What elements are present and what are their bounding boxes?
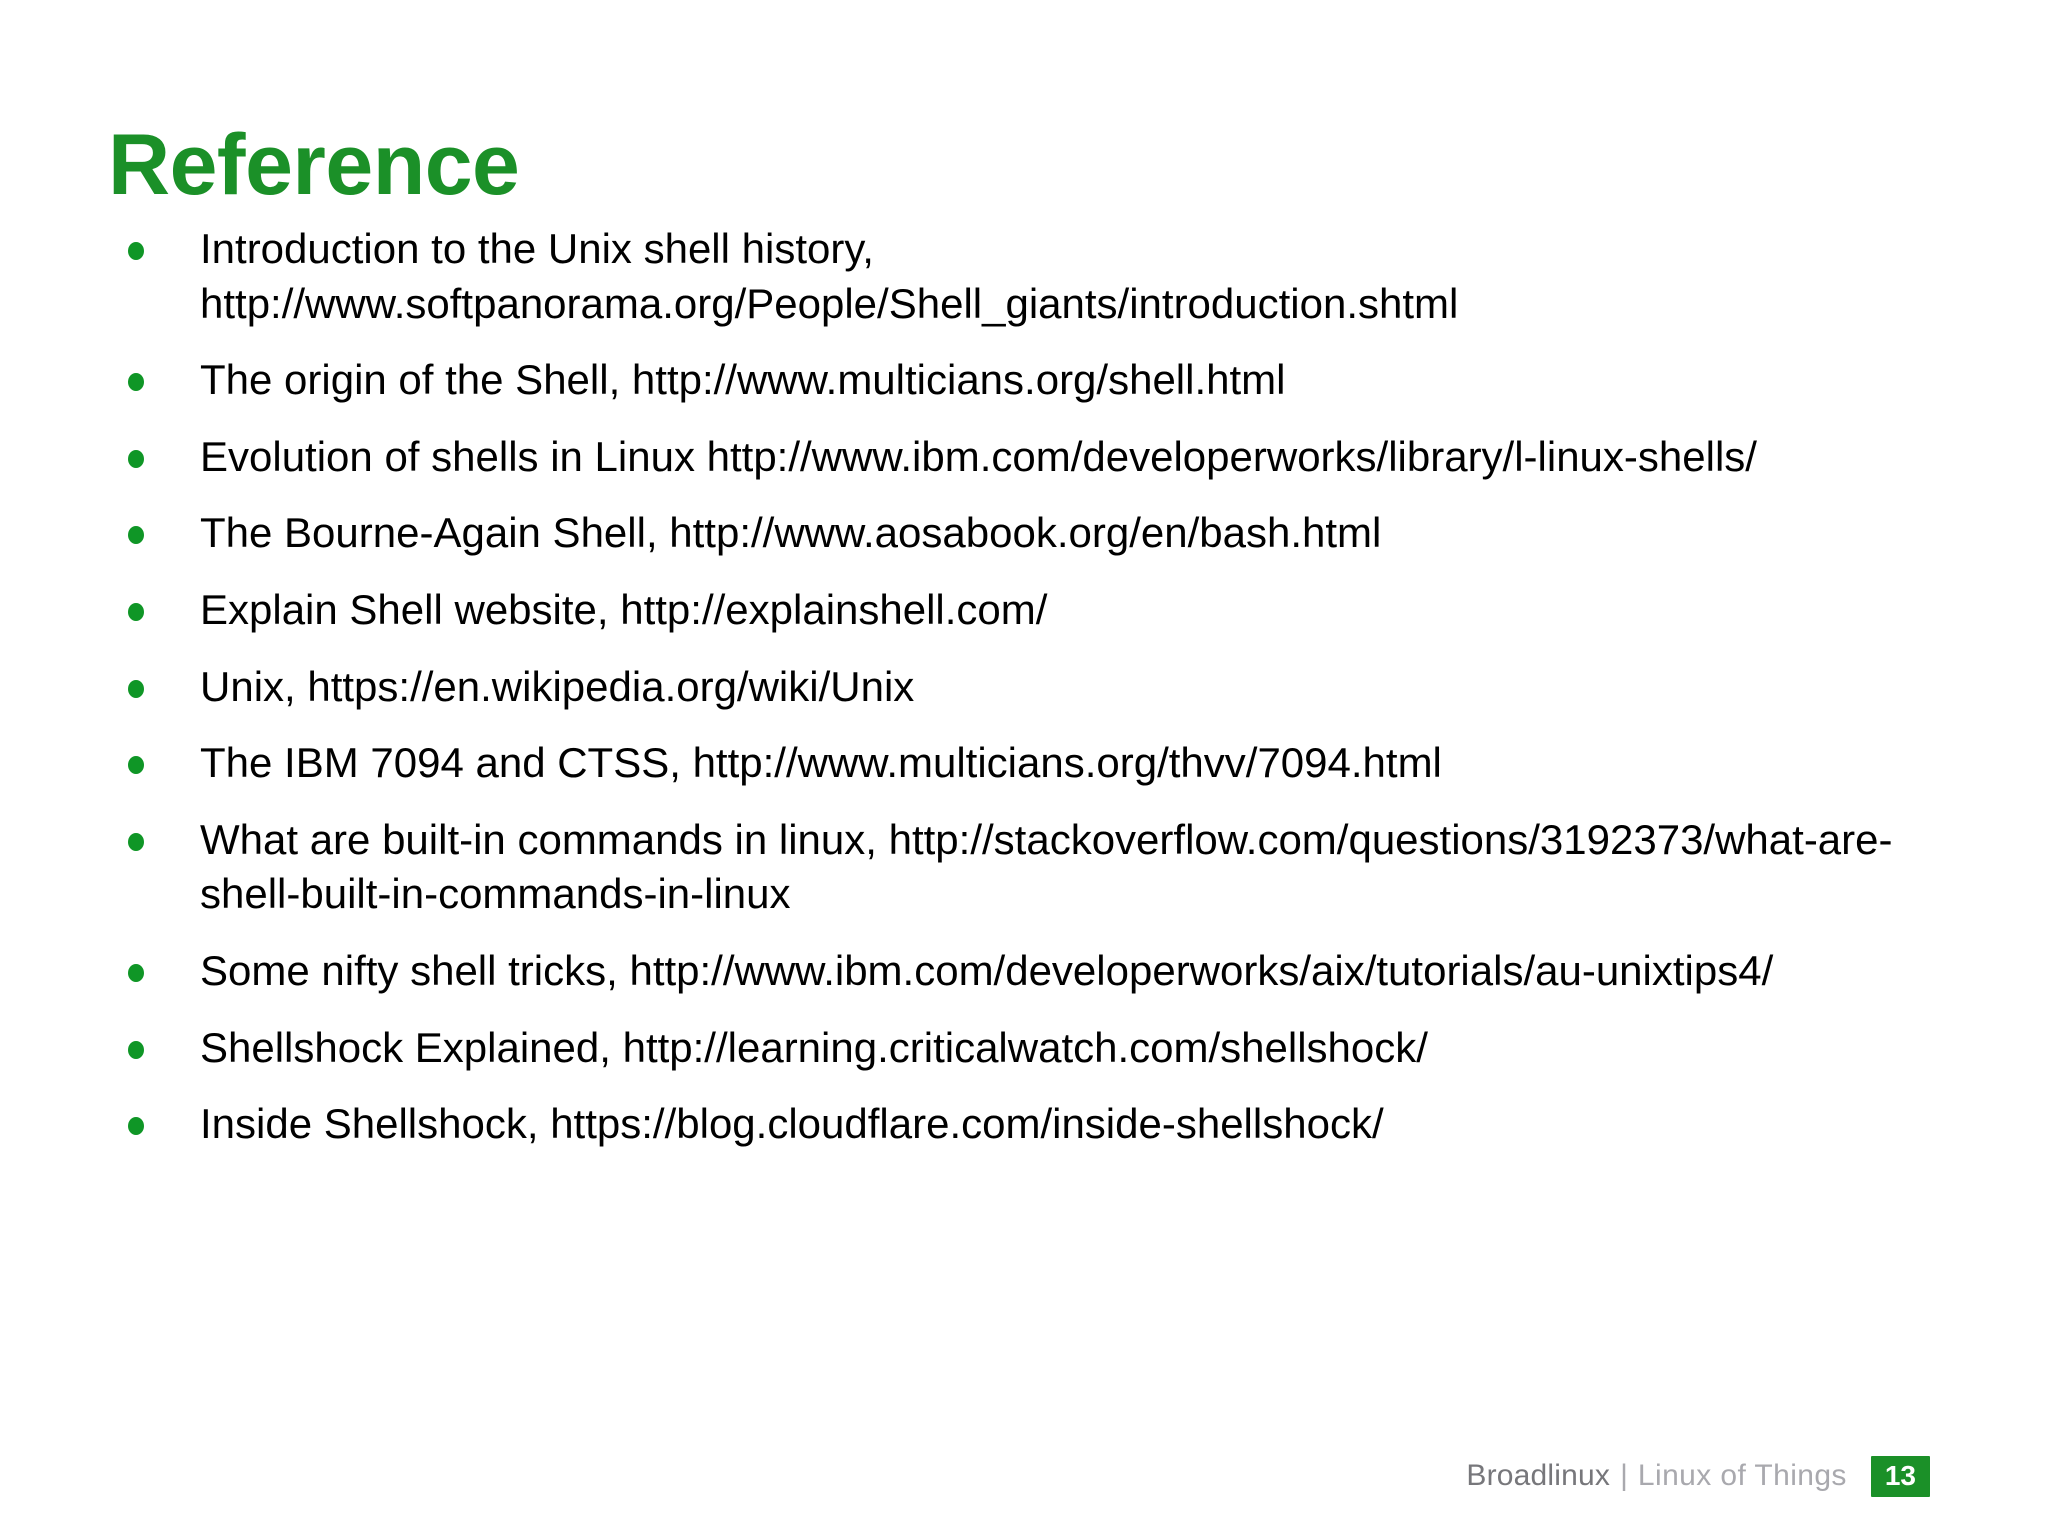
list-item-text: Unix, https://en.wikipedia.org/wiki/Unix	[200, 662, 915, 710]
list-item-text: Shellshock Explained, http://learning.cr…	[200, 1023, 1428, 1071]
list-item: Introduction to the Unix shell history, …	[108, 222, 1958, 331]
list-item-text: What are built-in commands in linux, htt…	[200, 815, 1893, 918]
reference-list-container: Introduction to the Unix shell history, …	[108, 222, 1958, 1152]
page-number-badge: 13	[1870, 1455, 1930, 1497]
bullet-dot-icon	[128, 242, 144, 260]
bullet-dot-icon	[128, 756, 144, 775]
bullet-dot-icon	[128, 602, 144, 621]
footer-brand: Broadlinux	[1466, 1459, 1611, 1492]
list-item: The Bourne-Again Shell, http://www.aosab…	[108, 506, 1958, 561]
footer-subtitle: Linux of Things	[1637, 1459, 1847, 1492]
bullet-dot-icon	[128, 1117, 144, 1136]
bullet-dot-icon	[128, 679, 144, 698]
list-item: Evolution of shells in Linux http://www.…	[108, 430, 1958, 485]
list-item: The IBM 7094 and CTSS, http://www.multic…	[108, 736, 1958, 791]
list-item: Some nifty shell tricks, http://www.ibm.…	[108, 944, 1958, 999]
list-item: The origin of the Shell, http://www.mult…	[108, 353, 1958, 408]
footer-separator: |	[1620, 1459, 1628, 1492]
list-item-text: The IBM 7094 and CTSS, http://www.multic…	[200, 739, 1442, 787]
reference-list: Introduction to the Unix shell history, …	[108, 222, 1958, 1152]
list-item-text: The origin of the Shell, http://www.mult…	[200, 356, 1286, 404]
list-item: Shellshock Explained, http://learning.cr…	[108, 1021, 1958, 1076]
bullet-dot-icon	[128, 832, 144, 851]
list-item: What are built-in commands in linux, htt…	[108, 813, 1958, 922]
slide-footer: Broadlinux | Linux of Things 13	[1466, 1454, 1930, 1498]
bullet-dot-icon	[128, 963, 144, 982]
list-item: Unix, https://en.wikipedia.org/wiki/Unix	[108, 660, 1958, 715]
list-item-text: Inside Shellshock, https://blog.cloudfla…	[200, 1100, 1384, 1148]
list-item-text: Introduction to the Unix shell history, …	[200, 225, 1459, 327]
bullet-dot-icon	[128, 373, 144, 392]
page-title: Reference	[108, 116, 520, 213]
bullet-dot-icon	[128, 1040, 144, 1059]
bullet-dot-icon	[128, 526, 144, 545]
list-item-text: Evolution of shells in Linux http://www.…	[200, 432, 1757, 480]
list-item-text: Some nifty shell tricks, http://www.ibm.…	[200, 946, 1774, 994]
list-item-text: The Bourne-Again Shell, http://www.aosab…	[200, 509, 1382, 557]
list-item: Inside Shellshock, https://blog.cloudfla…	[108, 1097, 1958, 1152]
bullet-dot-icon	[128, 449, 144, 468]
list-item-text: Explain Shell website, http://explainshe…	[200, 585, 1048, 633]
list-item: Explain Shell website, http://explainshe…	[108, 583, 1958, 638]
